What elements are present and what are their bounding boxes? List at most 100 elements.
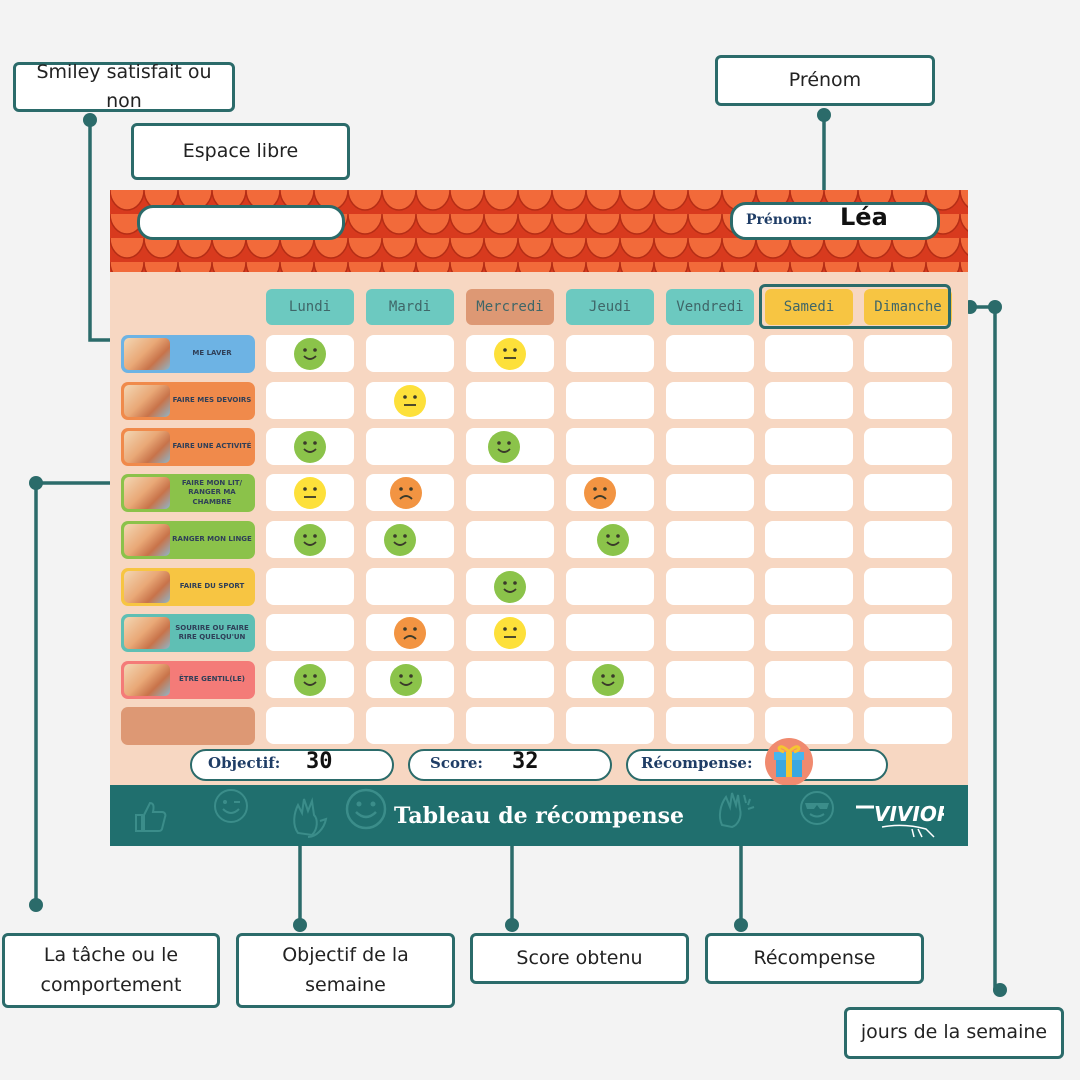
day-header-jeudi: Jeudi: [566, 289, 654, 325]
day-cell[interactable]: [765, 335, 853, 372]
task-label: ÊTRE GENTIL(LE): [178, 675, 246, 684]
day-cell[interactable]: [566, 614, 654, 651]
task-illustration: [124, 571, 170, 603]
day-cell[interactable]: [666, 335, 754, 372]
day-cell[interactable]: [666, 474, 754, 511]
day-cell[interactable]: [765, 382, 853, 419]
day-cell[interactable]: [864, 614, 952, 651]
day-cell[interactable]: [666, 568, 754, 605]
callout-espace-libre: Espace libre: [131, 123, 350, 180]
day-cell[interactable]: [466, 382, 554, 419]
callout-recompense: Récompense: [705, 933, 924, 984]
task-row-label: FAIRE MES DEVOIRS: [121, 382, 255, 420]
smiley-sad-icon: [389, 476, 423, 510]
smiley-happy-icon: [389, 663, 423, 697]
smile-icon: [345, 788, 387, 830]
footer-title: Tableau de récompense: [394, 802, 684, 829]
objectif-label: Objectif:: [208, 754, 281, 772]
day-header-samedi: Samedi: [765, 289, 853, 325]
cool-face-icon: [800, 791, 834, 825]
day-cell[interactable]: [366, 428, 454, 465]
name-label: Prénom:: [746, 212, 813, 228]
day-cell[interactable]: [765, 428, 853, 465]
day-cell[interactable]: [466, 474, 554, 511]
day-cell[interactable]: [566, 335, 654, 372]
weekend-highlight: [759, 284, 951, 329]
day-cell[interactable]: [666, 661, 754, 698]
day-cell[interactable]: [864, 382, 952, 419]
day-cell[interactable]: [864, 428, 952, 465]
day-cell[interactable]: [466, 661, 554, 698]
callout-smiley: Smiley satisfait ou non: [13, 61, 235, 112]
score-label: Score:: [430, 754, 483, 772]
day-cell[interactable]: [466, 521, 554, 558]
callout-tache: La tâche ou le comportement: [2, 933, 220, 1008]
day-cell[interactable]: [266, 707, 354, 744]
day-header-mercredi: Mercredi: [466, 289, 554, 325]
smiley-neutral-icon: [393, 384, 427, 418]
task-row-label: [121, 707, 255, 745]
day-cell[interactable]: [566, 568, 654, 605]
day-cell[interactable]: [765, 521, 853, 558]
day-cell[interactable]: [566, 428, 654, 465]
day-cell[interactable]: [765, 568, 853, 605]
smiley-happy-icon: [596, 523, 630, 557]
day-cell[interactable]: [566, 707, 654, 744]
day-cell[interactable]: [666, 428, 754, 465]
task-label: SOURIRE OU FAIRE RIRE QUELQU'UN: [175, 623, 249, 641]
day-cell[interactable]: [864, 707, 952, 744]
day-cell[interactable]: [666, 521, 754, 558]
day-cell[interactable]: [366, 335, 454, 372]
day-cell[interactable]: [864, 521, 952, 558]
day-cell[interactable]: [266, 382, 354, 419]
clapping-hands-icon: [293, 797, 328, 838]
day-cell[interactable]: [864, 568, 952, 605]
day-header-mardi: Mardi: [366, 289, 454, 325]
free-space-field[interactable]: [137, 205, 345, 240]
day-header-dimanche: Dimanche: [864, 289, 952, 325]
name-field[interactable]: [730, 202, 940, 240]
callout-prenom: Prénom: [715, 55, 935, 106]
day-cell[interactable]: [666, 707, 754, 744]
day-cell[interactable]: [266, 568, 354, 605]
smiley-happy-icon: [293, 337, 327, 371]
objectif-field[interactable]: [190, 749, 394, 781]
day-cell[interactable]: [666, 382, 754, 419]
task-illustration: [124, 477, 170, 509]
task-illustration: [124, 385, 170, 417]
day-cell[interactable]: [765, 707, 853, 744]
task-row-label: SOURIRE OU FAIRE RIRE QUELQU'UN: [121, 614, 255, 652]
smiley-sad-icon: [393, 616, 427, 650]
recompense-field[interactable]: [626, 749, 888, 781]
svg-text:VIVIOP: VIVIOP: [874, 802, 944, 826]
day-cell[interactable]: [466, 707, 554, 744]
task-row-label: RANGER MON LINGE: [121, 521, 255, 559]
smiley-happy-icon: [591, 663, 625, 697]
brand-logo: VIVIOP: [856, 802, 944, 838]
day-cell[interactable]: [864, 661, 952, 698]
day-cell[interactable]: [864, 474, 952, 511]
recompense-label: Récompense:: [641, 754, 753, 772]
task-row-label: FAIRE UNE ACTIVITÉ: [121, 428, 255, 466]
day-cell[interactable]: [266, 614, 354, 651]
day-cell[interactable]: [666, 614, 754, 651]
task-row-label: FAIRE DU SPORT: [121, 568, 255, 606]
smiley-happy-icon: [293, 430, 327, 464]
task-illustration: [124, 524, 170, 556]
smiley-sad-icon: [583, 476, 617, 510]
day-cell[interactable]: [366, 568, 454, 605]
day-cell[interactable]: [366, 707, 454, 744]
day-cell[interactable]: [765, 474, 853, 511]
objectif-value: 30: [306, 749, 333, 774]
task-row-label: ÊTRE GENTIL(LE): [121, 661, 255, 699]
smiley-happy-icon: [383, 523, 417, 557]
day-cell[interactable]: [566, 382, 654, 419]
smiley-neutral-icon: [493, 616, 527, 650]
day-cell[interactable]: [765, 661, 853, 698]
day-cell[interactable]: [765, 614, 853, 651]
task-label: FAIRE DU SPORT: [179, 582, 245, 591]
day-cell[interactable]: [864, 335, 952, 372]
task-label: FAIRE MON LIT/ RANGER MA CHAMBRE: [181, 478, 243, 506]
score-field[interactable]: [408, 749, 612, 781]
